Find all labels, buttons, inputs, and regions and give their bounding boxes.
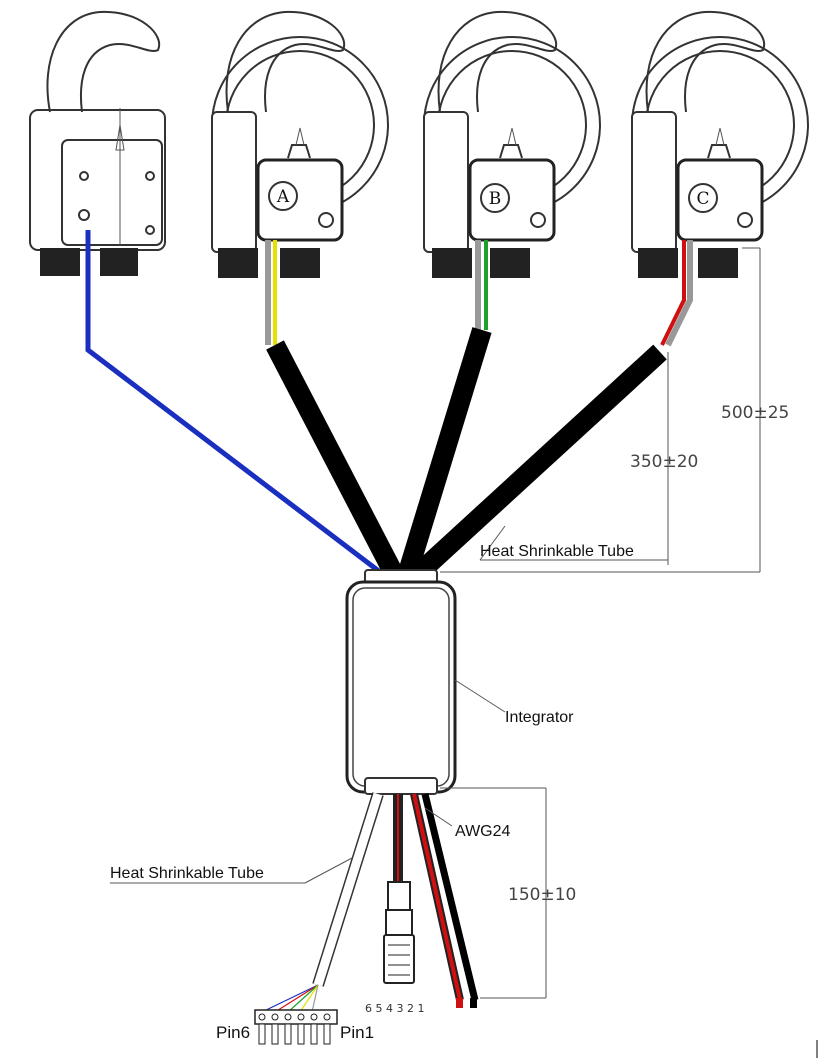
sensor-body: [676, 158, 764, 242]
blue-wire: [85, 230, 382, 574]
integrator-label: Integrator: [505, 709, 574, 726]
sensor-b: B: [423, 10, 601, 278]
sensor-body: [29, 109, 166, 251]
sensor-c: C: [631, 10, 809, 278]
sensor-letter: B: [489, 189, 502, 209]
red-wire: [660, 240, 686, 346]
leader-line: [479, 525, 506, 561]
power-red-wire: [412, 793, 462, 1001]
connector-nut: [40, 248, 80, 276]
rj-pin-numbers: 6 5 4 3 2 1: [365, 1002, 424, 1015]
dim-350-label: 350±20: [630, 452, 698, 472]
heat-tube-bottom-label: Heat Shrinkable Tube: [110, 865, 264, 882]
integrator-body: [345, 580, 457, 794]
sensor-letter: A: [276, 187, 290, 207]
black-tube-c: [413, 344, 667, 580]
power-black-wire: [421, 793, 479, 1001]
white-sheath: [313, 792, 383, 987]
pin6-label: Pin6: [216, 1023, 250, 1042]
black-tube-b: [398, 327, 492, 575]
pin-terminal: [254, 1009, 338, 1045]
awg-label: AWG24: [455, 823, 511, 840]
rj-connector: [383, 881, 415, 984]
sensor-a: A: [211, 10, 389, 278]
dim-500-label: 500±25: [721, 403, 789, 423]
integrator: [345, 569, 457, 795]
sensor-letter-circle: [480, 183, 510, 213]
pin1-label: Pin1: [340, 1023, 374, 1042]
sensor-letter: C: [696, 189, 709, 209]
sensor-letter-circle: [268, 181, 298, 211]
sensor-body: [256, 158, 344, 242]
dimension-150: 150±10: [440, 787, 576, 999]
dim-150-label: 150±10: [508, 885, 576, 905]
heat-tube-top-label: Heat Shrinkable Tube: [480, 543, 634, 560]
dimension-350: 350±20: [630, 352, 698, 565]
sensor-reference: [29, 10, 166, 276]
black-tube-a: [266, 340, 402, 577]
sensor-hook: [46, 10, 161, 113]
sensor-body: [468, 158, 556, 242]
dimension-500: 500±25: [440, 247, 789, 573]
sensor-letter-circle: [688, 183, 718, 213]
